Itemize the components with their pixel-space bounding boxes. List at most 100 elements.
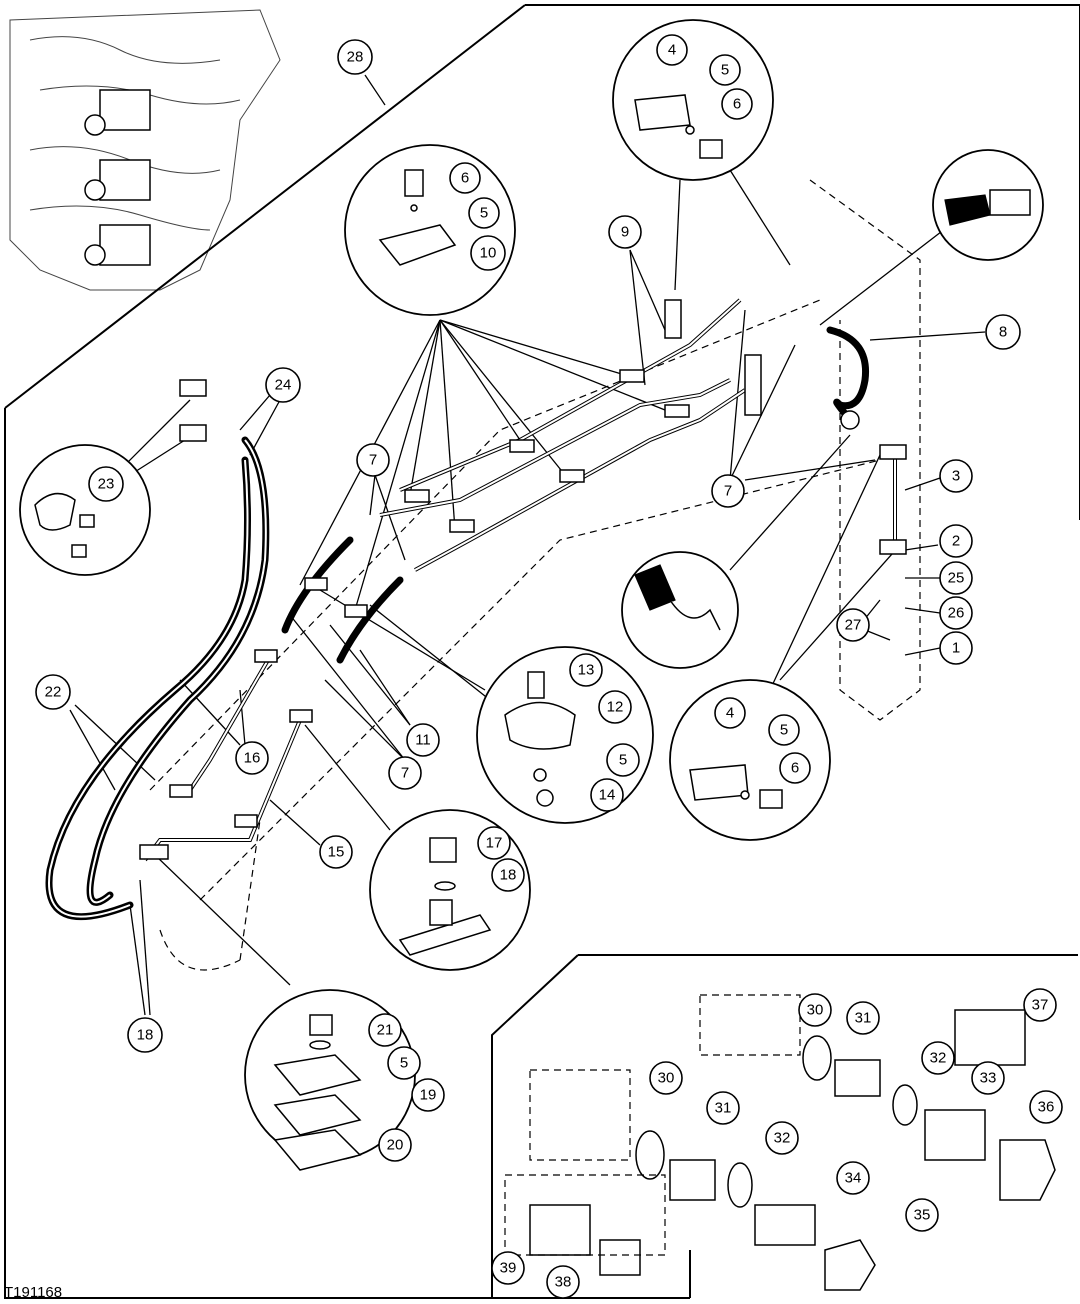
callout-16: 16 [235,741,269,775]
svg-text:7: 7 [724,483,732,500]
callout-18-inset: 18 [491,858,525,892]
svg-text:30: 30 [807,1002,824,1019]
callout-36: 36 [1029,1090,1063,1124]
svg-text:39: 39 [500,1260,517,1277]
callout-27: 27 [836,608,870,642]
callout-32-b: 32 [765,1121,799,1155]
frame-outline [149,179,921,971]
svg-text:26: 26 [948,605,965,622]
svg-text:7: 7 [401,765,409,782]
callout-32-a: 32 [921,1041,955,1075]
callout-13: 13 [569,653,603,687]
callout-18: 18 [127,1017,163,1053]
callout-20: 20 [378,1128,412,1162]
svg-text:6: 6 [733,96,741,113]
svg-text:15: 15 [328,844,345,861]
svg-text:4: 4 [726,705,734,722]
svg-text:32: 32 [774,1130,791,1147]
svg-text:24: 24 [275,377,292,394]
callout-31-a: 31 [846,1001,880,1035]
svg-text:33: 33 [980,1070,997,1087]
callout-35: 35 [905,1198,939,1232]
svg-text:5: 5 [619,752,627,769]
svg-text:14: 14 [599,787,616,804]
callout-balloons: 28 4 5 6 6 5 10 9 8 24 23 7 7 3 2 25 26 … [35,34,1063,1299]
callout-6-top: 6 [721,88,753,120]
svg-text:5: 5 [780,722,788,739]
svg-text:35: 35 [914,1207,931,1224]
callout-25: 25 [939,561,973,595]
svg-text:1: 1 [952,640,960,657]
callout-6-bottom: 6 [779,752,811,784]
svg-text:31: 31 [715,1100,732,1117]
svg-text:5: 5 [480,205,488,222]
callout-14: 14 [590,778,624,812]
svg-text:8: 8 [999,324,1007,341]
callout-10: 10 [470,235,506,271]
callout-28: 28 [337,39,373,75]
callout-7-b: 7 [711,474,745,508]
svg-text:18: 18 [500,867,517,884]
callout-34: 34 [836,1161,870,1195]
inset-clamp-23 [19,444,151,576]
svg-text:3: 3 [952,468,960,485]
svg-text:32: 32 [930,1050,947,1067]
svg-text:17: 17 [486,835,503,852]
callout-8: 8 [985,314,1021,350]
inset-clamp-top [344,144,516,316]
svg-text:16: 16 [244,750,261,767]
callout-4-bottom: 4 [714,697,746,729]
svg-text:30: 30 [658,1070,675,1087]
svg-text:34: 34 [845,1170,862,1187]
svg-text:20: 20 [387,1137,404,1154]
figure-id-label: T191168 [4,1284,62,1301]
fitting-group [504,994,1056,1291]
callout-22: 22 [35,674,71,710]
svg-text:37: 37 [1032,997,1049,1014]
callout-5-inset: 5 [468,197,500,229]
callout-3: 3 [939,459,973,493]
callout-12: 12 [598,690,632,724]
svg-text:5: 5 [400,1055,408,1072]
svg-text:27: 27 [845,617,862,634]
svg-text:11: 11 [415,732,431,749]
callout-7-a: 7 [356,443,390,477]
assembly-boundary [4,4,1080,1299]
callout-31-b: 31 [706,1091,740,1125]
engine-block-sketch [9,9,281,291]
svg-text:9: 9 [621,224,629,241]
callout-9: 9 [608,215,642,249]
svg-text:7: 7 [369,452,377,469]
callout-5-b: 5 [606,743,640,777]
svg-text:13: 13 [578,662,595,679]
callout-23: 23 [88,466,124,502]
callout-11: 11 [406,723,440,757]
svg-text:5: 5 [721,62,729,79]
svg-text:6: 6 [791,760,799,777]
callout-30-b: 30 [649,1061,683,1095]
callout-37: 37 [1023,988,1057,1022]
callout-33: 33 [971,1061,1005,1095]
callout-26: 26 [939,596,973,630]
callout-2: 2 [939,524,973,558]
svg-text:31: 31 [855,1010,872,1027]
callout-38: 38 [546,1265,580,1299]
svg-text:22: 22 [45,684,62,701]
callout-5-bottom: 5 [768,714,800,746]
svg-text:23: 23 [98,476,115,493]
svg-text:6: 6 [461,170,469,187]
callout-24: 24 [265,367,301,403]
svg-text:28: 28 [347,49,364,66]
inset-elbow-detail [621,551,739,669]
svg-text:4: 4 [668,42,676,59]
callout-7-c: 7 [388,756,422,790]
svg-text:25: 25 [948,570,965,587]
callout-15: 15 [319,835,353,869]
callout-17: 17 [477,826,511,860]
callout-21: 21 [368,1013,402,1047]
svg-text:19: 19 [420,1087,437,1104]
inset-clamp-12-13-14 [476,646,654,824]
svg-text:38: 38 [555,1274,572,1291]
callout-1: 1 [939,631,973,665]
svg-text:10: 10 [480,245,497,262]
